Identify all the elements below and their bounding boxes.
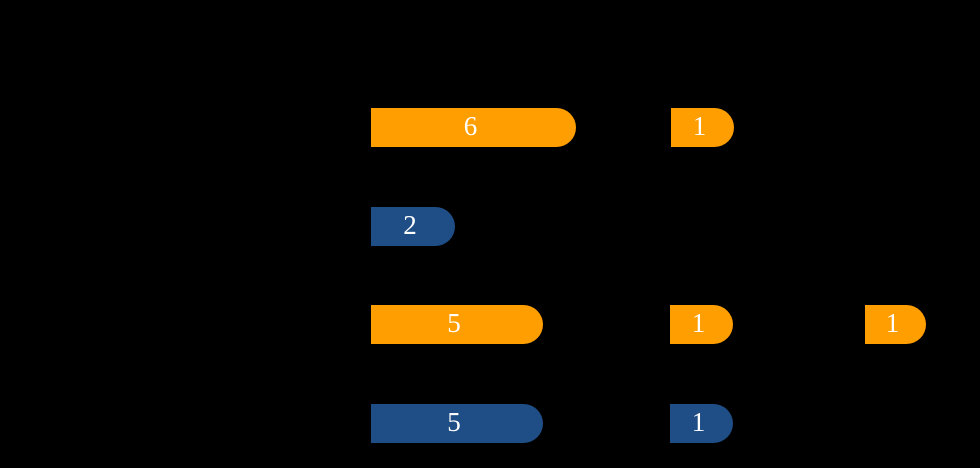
bar-blue-r1-g0[interactable]: 2 [371,207,455,246]
bar-value-label: 5 [447,407,461,437]
bar-value-label: 1 [885,308,900,338]
bar-blue-r3-g0[interactable]: 5 [371,404,543,443]
bar-orange-r2-g2[interactable]: 1 [865,305,926,344]
bar-orange-r2-g1[interactable]: 1 [670,305,733,344]
bar-value-label: 1 [692,111,707,141]
bar-orange-r0-g0[interactable]: 6 [371,108,576,147]
bar-orange-r2-g0[interactable]: 5 [371,305,543,344]
bar-value-label: 5 [447,308,461,338]
bar-blue-r3-g1[interactable]: 1 [670,404,733,443]
bar-value-label: 1 [691,407,706,437]
bar-orange-r0-g1[interactable]: 1 [671,108,734,147]
bar-value-label: 6 [463,111,478,141]
bar-value-label: 1 [691,308,706,338]
bar-value-label: 2 [403,210,417,240]
